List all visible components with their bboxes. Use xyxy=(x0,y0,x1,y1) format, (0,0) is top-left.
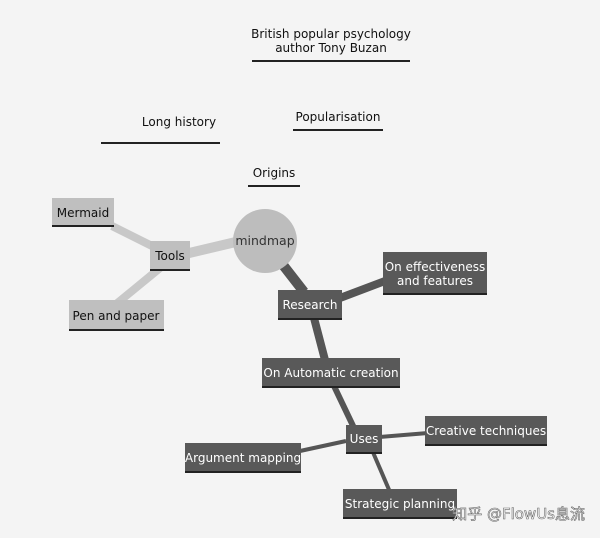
edge-research-automatic xyxy=(310,316,329,362)
edge-tools-pen xyxy=(112,264,163,309)
node-tools-label: Tools xyxy=(154,249,185,263)
node-buzan-line1: British popular psychology xyxy=(251,27,411,41)
edge-root-tools xyxy=(183,236,242,259)
node-popularisation[interactable]: Popularisation xyxy=(293,110,383,131)
node-root-circle xyxy=(233,209,297,273)
node-research-label: Research xyxy=(282,298,337,312)
node-tools-box xyxy=(150,241,190,270)
research-branch: Research On effectiveness and features O… xyxy=(262,252,487,388)
node-automatic-creation-box xyxy=(262,358,400,387)
node-argument-mapping[interactable]: Argument mapping xyxy=(185,443,301,473)
node-long-history[interactable]: Long history xyxy=(101,115,220,144)
edge-automatic-uses xyxy=(331,384,358,432)
node-argument-mapping-label: Argument mapping xyxy=(185,451,301,465)
node-pen-and-paper-box xyxy=(69,300,164,330)
node-origins-label: Origins xyxy=(253,166,296,180)
node-automatic-creation-label: On Automatic creation xyxy=(263,366,398,380)
node-research-box xyxy=(278,290,342,319)
node-uses-box xyxy=(346,425,382,453)
tools-branch: Tools Mermaid Pen and paper xyxy=(52,198,190,331)
node-uses-label: Uses xyxy=(350,432,379,446)
node-strategic-planning[interactable]: Strategic planning xyxy=(343,489,457,519)
node-pen-and-paper[interactable]: Pen and paper xyxy=(69,300,164,331)
node-mermaid-box xyxy=(52,198,114,226)
node-tools[interactable]: Tools xyxy=(150,241,190,271)
node-root[interactable]: mindmap xyxy=(233,209,297,273)
node-root-label: mindmap xyxy=(235,233,294,248)
node-research[interactable]: Research xyxy=(278,290,342,320)
node-pen-and-paper-label: Pen and paper xyxy=(73,309,160,323)
node-effectiveness-box xyxy=(383,252,487,294)
node-creative-techniques-label: Creative techniques xyxy=(426,424,546,438)
node-mermaid-label: Mermaid xyxy=(57,206,109,220)
edge-research-effectiveness xyxy=(338,277,387,302)
edge-uses-strategic xyxy=(370,449,392,493)
node-buzan[interactable]: British popular psychology author Tony B… xyxy=(251,27,411,62)
node-long-history-label: Long history xyxy=(142,115,216,129)
node-origins[interactable]: Origins xyxy=(248,166,300,187)
node-mermaid[interactable]: Mermaid xyxy=(52,198,114,227)
uses-branch: Uses Creative techniques Argument mappin… xyxy=(185,416,547,519)
node-creative-techniques[interactable]: Creative techniques xyxy=(425,416,547,446)
node-creative-techniques-box xyxy=(425,416,547,445)
edge-root-research xyxy=(279,261,308,296)
edge-uses-creative xyxy=(379,431,429,439)
node-popularisation-label: Popularisation xyxy=(296,110,381,124)
node-buzan-line2: author Tony Buzan xyxy=(275,41,387,55)
node-effectiveness[interactable]: On effectiveness and features xyxy=(383,252,487,295)
node-strategic-planning-box xyxy=(343,489,457,518)
watermark-text: 知乎 @FlowUs息流 xyxy=(452,505,585,523)
node-uses[interactable]: Uses xyxy=(346,425,382,454)
edge-uses-argument xyxy=(299,439,347,453)
node-effectiveness-line2: and features xyxy=(397,274,473,288)
edges xyxy=(110,222,429,493)
node-argument-mapping-box xyxy=(185,443,301,472)
origins-branch: British popular psychology author Tony B… xyxy=(101,27,411,187)
node-automatic-creation[interactable]: On Automatic creation xyxy=(262,358,400,388)
node-effectiveness-line1: On effectiveness xyxy=(385,260,486,274)
node-strategic-planning-label: Strategic planning xyxy=(345,497,455,511)
